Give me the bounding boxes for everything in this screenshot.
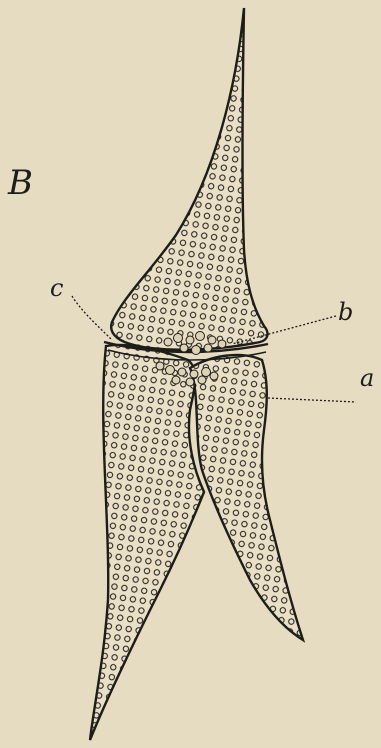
- leader-c: [72, 296, 112, 340]
- label-c: c: [50, 276, 63, 300]
- leader-a: [268, 398, 356, 402]
- label-a: a: [360, 366, 374, 390]
- apical-horn: [100, 0, 280, 360]
- label-b: b: [338, 300, 353, 324]
- panel-letter: B: [8, 166, 33, 200]
